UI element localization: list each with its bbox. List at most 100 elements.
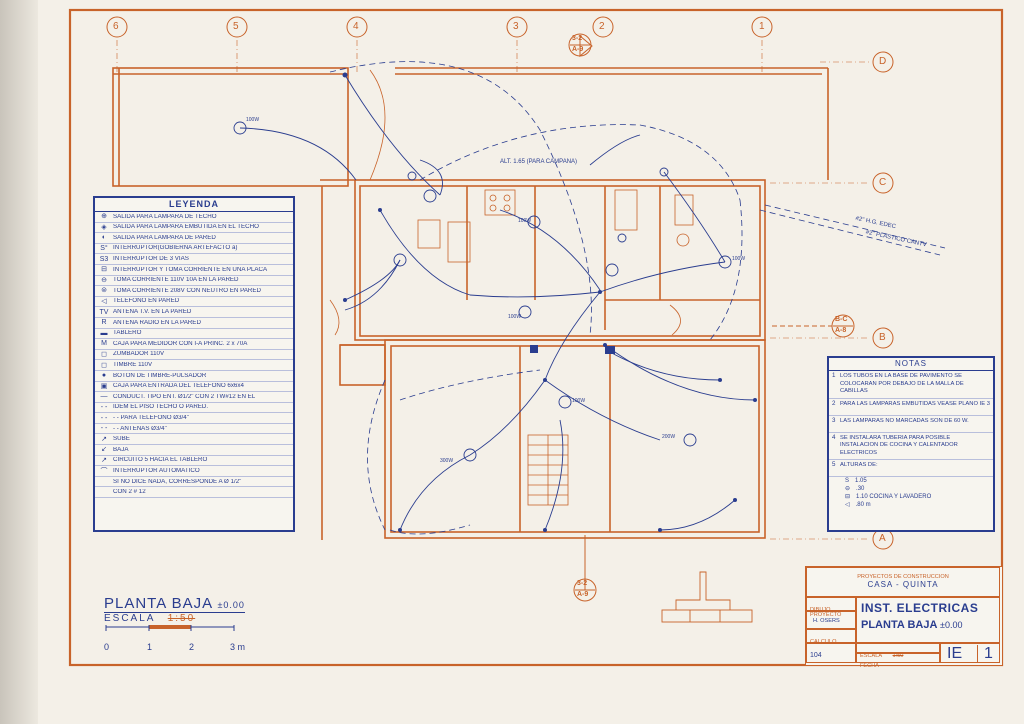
sheet-border [68, 8, 1004, 667]
legend-text: IDEM EL PISO TECHO O PARED. [113, 404, 209, 411]
note-number: 5 [832, 461, 836, 469]
height-value: .80 m [855, 502, 871, 509]
service-line-edec [759, 209, 941, 256]
legend-text: ANTENA RADIO EN LA PARED [113, 319, 201, 326]
legend-text: ANTENA T.V. EN LA PARED [113, 309, 192, 316]
legend-item: ⊜ TOMA CORRIENTE 208V CON NEUTRO EN PARED [95, 286, 293, 297]
legend-symbol-icon: ↗ [101, 435, 107, 443]
axis-label-2: 2 [599, 21, 605, 32]
legend-text: SALIDA PARA LAMPARA DE PARED [113, 234, 216, 241]
axis-label-3: 3 [513, 21, 519, 32]
lamp-1 [393, 253, 407, 267]
legend-item: ⌒INTERRUPTOR AUTOMATICO [95, 466, 293, 477]
note-number: 1 [832, 372, 836, 379]
legend-symbol-icon: ⊜ [101, 287, 107, 295]
legend-text: TELEFONO EN PARED [113, 298, 180, 305]
axis-bubble-B [872, 327, 894, 349]
legend-symbol-icon: TV [99, 308, 109, 316]
axis-label-6: 6 [113, 21, 119, 32]
axis-bubble-1 [751, 16, 773, 38]
note-text: ALTURAS DE: [840, 462, 878, 469]
title-block: PROYECTOS DE CONSTRUCCION CASA - QUINTA … [805, 566, 1003, 669]
tb-proyecto-label: PROYECTO [810, 612, 842, 618]
legend-text: SI NO DICE NADA, CORRESPONDE A Ø 1/2" [113, 478, 242, 485]
axis-bubble-D [872, 51, 894, 73]
legend-text: TOMA CORRIENTE 208V CON NEUTRO EN PARED [113, 287, 261, 294]
tb-number: 104 [810, 652, 822, 659]
height-value: 1.10 COCINA Y LAVADERO [856, 494, 932, 501]
legend-panel: LEYENDA ⊕SALIDA PARA LAMPARA DE TECHO◈SA… [93, 196, 295, 532]
watt-label: 100W [732, 256, 746, 262]
legend-item: ●BOTON DE TIMBRE-PULSADOR [95, 371, 293, 382]
axis-label-4: 4 [353, 21, 359, 32]
legend-text: - - ANTENAS Ø3/4" [113, 425, 167, 432]
legend-item: ▣CAJA PARA ENTRADA DEL TELEFONO 6x6x4 [95, 382, 293, 393]
legend-symbol-icon: - - [100, 425, 108, 433]
axis-bubble-3 [506, 16, 528, 38]
legend-text: BAJA [113, 446, 129, 453]
legend-text: CON 2 # 12 [113, 489, 146, 496]
watt-label: 100W [572, 398, 586, 404]
tb-dibujo-label: DIBUJO [810, 607, 831, 613]
legend-symbol-icon: ⌒ [100, 467, 108, 475]
foundation-sketch [661, 571, 753, 623]
stair [527, 434, 569, 506]
note-number: 2 [832, 399, 836, 407]
legend-symbol-icon: - - [100, 414, 108, 422]
legend-symbol-icon: — [100, 393, 108, 401]
scale-tick-3: 3 m [230, 642, 246, 652]
axis-bubble-6 [106, 16, 128, 38]
legend-symbol-icon: ● [101, 372, 107, 380]
axis-label-C: C [879, 177, 887, 188]
legend-item: CON 2 # 12 [95, 487, 293, 499]
lamp-3 [718, 255, 732, 269]
note-number: 4 [832, 433, 836, 441]
plan-title: PLANTA BAJA [104, 595, 213, 612]
legend-text: CONDUCT. TIPO ENT. Ø1/2" CON 2 TW#12 EN … [113, 393, 256, 400]
plan-level: ±0.00 [217, 600, 245, 610]
legend-symbol-icon: ◐ [101, 234, 107, 242]
note-text: SE INSTALARA TUBERIA PARA POSIBLE INSTAL… [840, 434, 958, 456]
sink-1 [417, 219, 441, 249]
legend-text: SALIDA PARA LAMPARA DE TECHO [113, 213, 217, 220]
note-text: PARA LAS LAMPARAS EMBUTIDAS VEASE PLANO … [840, 400, 990, 407]
legend-text: TOMA CORRIENTE 110V 10A EN LA PARED [113, 277, 239, 284]
watt-label: 100W [246, 117, 260, 123]
scale-tick-0: 0 [104, 642, 110, 652]
note-item: 4 SE INSTALARA TUBERIA PARA POSIBLE INSTA… [829, 433, 993, 461]
wall-porch [112, 67, 349, 187]
note-text: LOS TUBOS EN LA BASE DE PAVIMENTO SE COL… [840, 373, 964, 395]
notes-title: NOTAS [829, 358, 993, 371]
height-symbol-icon: ⊖ [845, 486, 851, 493]
section-mark-bottom [573, 578, 597, 602]
scale-tick-1: 1 [147, 642, 153, 652]
legend-item: ⊟INTERRUPTOR Y TOMA CORRIENTE EN UNA PLA… [95, 265, 293, 276]
axis-label-5: 5 [233, 21, 239, 32]
campana-label: ALT. 1.65 (PARA CAMPANA) [500, 159, 578, 165]
legend-text: CIRCUITO 5 HACIA EL TABLERO [113, 457, 208, 464]
lamp-4 [463, 448, 477, 462]
legend-item: ↗CIRCUITO 5 HACIA EL TABLERO [95, 456, 293, 467]
tb-escala-value: 1:50 [892, 653, 904, 659]
wall-lower-block [384, 339, 766, 539]
height-value: 1.05 [855, 478, 867, 485]
legend-text: SALIDA PARA LAMPARA EMBUTIDA EN EL TECHO [113, 224, 259, 231]
legend-item: - -IDEM EL PISO TECHO O PARED. [95, 403, 293, 414]
legend-item: ◻TIMBRE 110V [95, 360, 293, 371]
legend-item: SI NO DICE NADA, CORRESPONDE A Ø 1/2" [95, 477, 293, 488]
tb-project: CASA - QUINTA [867, 580, 939, 589]
legend-item: ↙BAJA [95, 445, 293, 456]
tb-calculo-label: CALCULO [810, 639, 837, 645]
legend-item: - - - - PARA TELEFONO Ø3/4" [95, 413, 293, 424]
tablero [605, 346, 615, 354]
tb-drawing-title: INST. ELECTRICAS [861, 601, 979, 615]
legend-text: ZUMBADOR 110V [113, 351, 165, 358]
legend-symbol-icon: ◈ [101, 223, 107, 231]
note-number: 3 [832, 416, 836, 424]
axis-bubble-5 [226, 16, 248, 38]
